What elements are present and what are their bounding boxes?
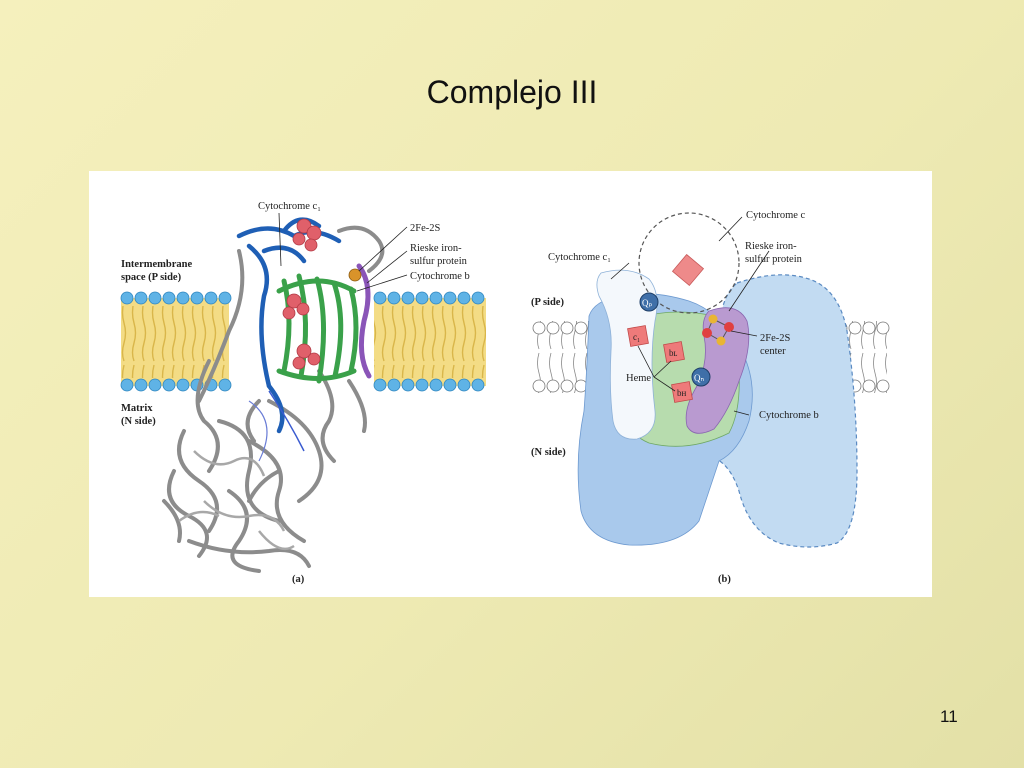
label-b-rieske-2: sulfur protein [745, 254, 803, 265]
label-c1-heme: c₁ [633, 332, 640, 342]
panel-a: Cytochrome c₁ 2Fe-2S Rieske iron- sulfur… [120, 201, 486, 585]
label-a-rieske-2: sulfur protein [410, 256, 468, 267]
panel-b: Qₚ Qₙ c₁ bʟ bʜ Cytochrome c Cytochrome c… [531, 210, 890, 585]
label-b-rieske-1: Rieske iron- [745, 241, 797, 252]
label-b-cytochrome-b: Cytochrome b [759, 410, 819, 421]
label-b-cytochrome-c: Cytochrome c [746, 210, 806, 221]
label-bl-heme: bʟ [669, 348, 678, 358]
membrane-right [373, 291, 486, 392]
figure-svg: Cytochrome c₁ 2Fe-2S Rieske iron- sulfur… [120, 201, 890, 585]
label-b-p-side: (P side) [531, 297, 564, 308]
qp-site [639, 292, 659, 312]
label-bh-heme: bʜ [677, 388, 687, 398]
label-a-2fe2s: 2Fe-2S [410, 223, 440, 234]
heme-bh [671, 381, 693, 403]
qn-site [691, 367, 711, 387]
heme-clusters [282, 218, 322, 370]
heme-c1 [627, 325, 649, 347]
label-a-intermembrane: Intermembrane [121, 259, 192, 270]
label-qp: Qₚ [642, 298, 652, 308]
cytochrome-c-outline [638, 212, 740, 314]
label-b-2fe2s: 2Fe-2S [760, 333, 790, 344]
label-b-n-side: (N side) [531, 447, 566, 458]
caption-a: (a) [292, 574, 305, 585]
label-b-heme: Heme [626, 373, 651, 384]
caption-b: (b) [718, 574, 731, 585]
heme-bl [663, 341, 685, 363]
cytochrome-c-heme [671, 253, 705, 287]
fe2s-cluster-a [348, 268, 362, 282]
label-b-cytochrome-c1: Cytochrome c₁ [548, 252, 611, 263]
label-a-rieske-1: Rieske iron- [410, 243, 462, 254]
complex-iii-figure: Cytochrome c₁ 2Fe-2S Rieske iron- sulfur… [89, 171, 932, 597]
page-number: 11 [940, 707, 958, 726]
blob-cytochrome-c1 [596, 269, 658, 440]
label-a-matrix: Matrix [121, 403, 153, 414]
fe2s-cluster-b [702, 314, 734, 346]
blob-rieske [685, 307, 750, 434]
cytochrome-b-helices [276, 273, 359, 384]
label-a-cytochrome-c1: Cytochrome c₁ [258, 201, 321, 212]
label-a-space: space (P side) [121, 272, 182, 283]
label-a-cytochrome-b: Cytochrome b [410, 271, 470, 282]
membrane-left [120, 291, 232, 392]
rieske-chain [356, 263, 372, 379]
label-b-center: center [760, 346, 786, 357]
slide-title: Complejo III [426, 74, 598, 110]
label-qn: Qₙ [694, 373, 704, 383]
gray-protein-ribbons [162, 225, 385, 573]
label-a-n-side: (N side) [121, 416, 156, 427]
